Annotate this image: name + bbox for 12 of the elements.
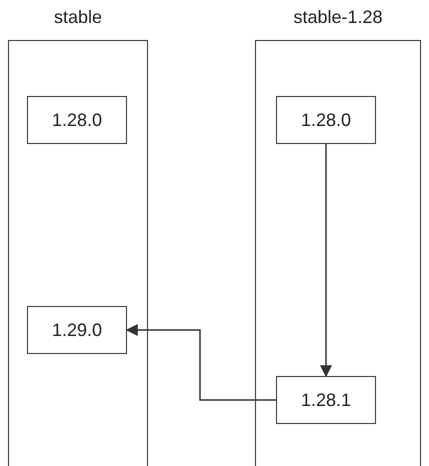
version-label: 1.28.1 xyxy=(300,390,352,410)
arrow xyxy=(126,324,276,401)
version-box xyxy=(276,96,376,144)
version-label: 1.28.0 xyxy=(300,110,352,130)
version-label: 1.29.0 xyxy=(52,320,102,340)
version-box xyxy=(276,376,376,424)
version-label: 1.28.0 xyxy=(52,110,102,130)
version-box xyxy=(27,96,127,144)
version-box xyxy=(27,306,127,354)
channel-title: stable xyxy=(54,7,102,28)
arrow xyxy=(320,144,332,378)
channel-title: stable-1.28 xyxy=(293,7,383,28)
